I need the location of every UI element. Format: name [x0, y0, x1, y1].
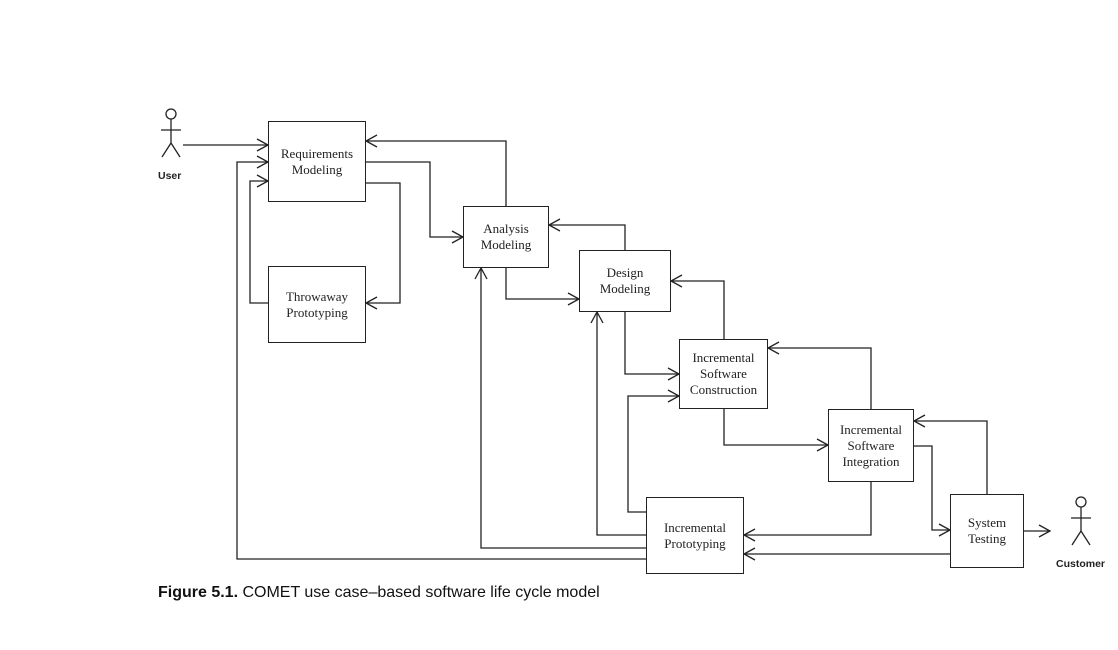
actor-user-icon: [161, 109, 181, 157]
edge-design-to-analysis: [549, 225, 625, 250]
edge-throwaway-to-requirements: [250, 181, 268, 303]
edge-construction-to-integration: [724, 409, 828, 445]
actor-customer-icon: [1071, 497, 1091, 545]
node-analysis-modeling: Analysis Modeling: [463, 206, 549, 268]
node-incremental-software-construction-label: Incremental Software Construction: [689, 350, 758, 397]
node-requirements-modeling: Requirements Modeling: [268, 121, 366, 202]
edge-testing-to-prototyping-head: [744, 548, 755, 560]
edge-testing-to-customer-head: [1039, 525, 1050, 537]
edge-integration-to-prototyping: [744, 482, 871, 535]
edge-requirements-to-throwaway: [366, 183, 400, 303]
edge-prototyping-to-construction: [628, 396, 679, 512]
edge-prototyping-to-analysis-head: [475, 268, 487, 279]
node-incremental-prototyping: Incremental Prototyping: [646, 497, 744, 574]
node-incremental-software-integration: Incremental Software Integration: [828, 409, 914, 482]
node-incremental-software-integration-label: Incremental Software Integration: [839, 421, 903, 469]
figure-caption-number: Figure 5.1.: [158, 584, 239, 601]
edge-integration-to-construction-head: [768, 342, 779, 354]
figure-caption-text: COMET use case–based software life cycle…: [238, 584, 600, 601]
edge-testing-to-integration-head: [914, 415, 925, 427]
figure-caption: Figure 5.1. COMET use case–based softwar…: [158, 584, 600, 602]
edge-design-to-construction: [625, 312, 679, 374]
edge-prototyping-to-analysis: [481, 268, 646, 548]
node-throwaway-prototyping-label: Throwaway Prototyping: [285, 288, 349, 320]
edge-prototyping-to-design-head: [591, 312, 603, 323]
node-system-testing-label: System Testing: [967, 515, 1007, 546]
node-requirements-modeling-label: Requirements Modeling: [280, 145, 354, 177]
edge-analysis-to-requirements: [366, 141, 506, 206]
edge-prototyping-to-design: [597, 312, 646, 535]
edge-design-to-analysis-head: [549, 219, 560, 231]
node-incremental-prototyping-label: Incremental Prototyping: [663, 519, 727, 551]
edge-integration-to-prototyping-head: [744, 529, 755, 541]
node-design-modeling-label: Design Modeling: [599, 265, 651, 296]
edge-requirements-to-analysis: [366, 162, 463, 237]
actor-user-label: User: [158, 170, 182, 182]
node-analysis-modeling-label: Analysis Modeling: [480, 221, 532, 252]
edge-testing-to-integration: [914, 421, 987, 494]
edge-requirements-to-throwaway-head: [366, 297, 377, 309]
edge-analysis-to-design: [506, 268, 579, 299]
node-incremental-software-construction: Incremental Software Construction: [679, 339, 768, 409]
edge-prototyping-to-requirements: [237, 162, 646, 559]
edge-integration-to-construction: [768, 348, 871, 409]
edge-integration-to-testing: [914, 446, 950, 530]
node-system-testing: System Testing: [950, 494, 1024, 568]
edge-analysis-to-requirements-head: [366, 135, 377, 147]
edge-construction-to-design: [671, 281, 724, 339]
node-throwaway-prototyping: Throwaway Prototyping: [268, 266, 366, 343]
actor-customer-label: Customer: [1056, 558, 1106, 570]
edge-construction-to-design-head: [671, 275, 682, 287]
node-design-modeling: Design Modeling: [579, 250, 671, 312]
